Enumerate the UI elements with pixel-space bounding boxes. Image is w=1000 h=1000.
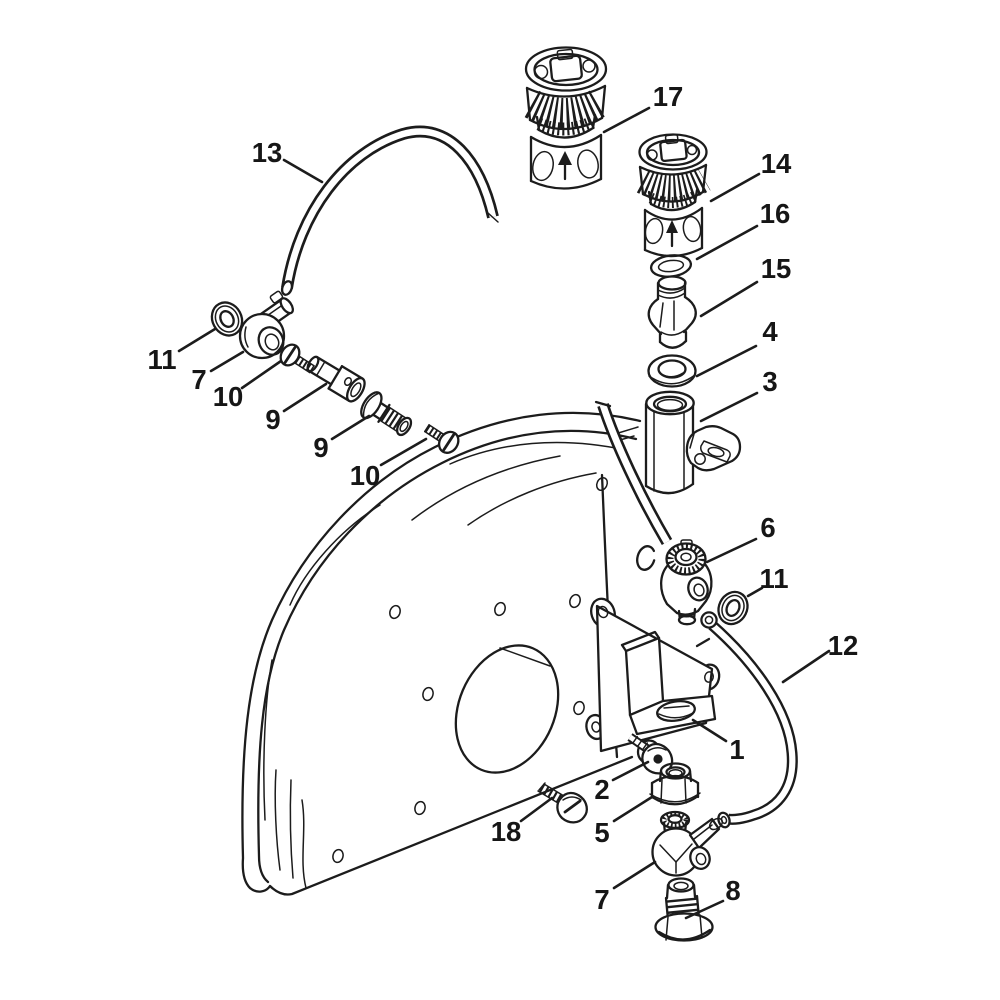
leader-line-2 [611, 760, 650, 782]
callout-9-upper: 9 [265, 404, 280, 435]
part-18-screw [537, 782, 588, 824]
leader-line-10-upper [240, 359, 283, 390]
callout-7-left: 7 [191, 364, 206, 395]
leader-line-16 [695, 224, 759, 261]
callout-12: 12 [828, 630, 859, 661]
leader-line-11-right [746, 586, 764, 598]
part-1-mounting-bracket [585, 597, 721, 765]
callout-10-upper: 10 [213, 381, 244, 412]
leader-line-12 [781, 649, 831, 684]
blade-guard [241, 411, 642, 896]
part-4-sealing-washer [647, 354, 697, 388]
part-9-nipple-lower [360, 391, 413, 437]
leader-line-1 [691, 718, 728, 743]
callout-18: 18 [491, 816, 522, 847]
leader-line-6 [705, 537, 758, 564]
callout-8: 8 [725, 875, 740, 906]
callout-10-lower: 10 [350, 460, 381, 491]
part-11-washer-right [717, 590, 749, 626]
callout-9-lower: 9 [313, 432, 328, 463]
callout-11-right: 11 [759, 563, 788, 594]
callout-1: 1 [729, 734, 744, 765]
callout-7-bottom: 7 [594, 884, 609, 915]
callout-2: 2 [594, 774, 609, 805]
leader-line-9-lower [330, 414, 371, 441]
callout-3: 3 [762, 366, 777, 397]
leader-lines [177, 106, 831, 920]
leader-line-18 [519, 796, 554, 823]
part-9-nipple-upper [306, 355, 366, 403]
part-14-hose-coupling [636, 133, 711, 258]
leader-line-4 [695, 344, 758, 378]
part-15-coupling-nipple [647, 275, 697, 349]
water-tube [594, 400, 673, 546]
callout-14: 14 [761, 148, 792, 179]
callout-11-left: 11 [147, 344, 176, 375]
part-6-elbow-nozzle [659, 539, 713, 626]
part-11-washer-left [210, 301, 244, 337]
callout-17: 17 [653, 81, 684, 112]
callout-6: 6 [760, 512, 775, 543]
part-7-elbow-left [238, 290, 295, 360]
callout-5: 5 [594, 817, 609, 848]
part-3-valve-body [644, 390, 742, 495]
callout-13: 13 [252, 137, 283, 168]
part-17-hose-coupling [524, 46, 608, 190]
callout-labels: 17 14 16 15 4 3 13 11 7 10 9 9 10 6 11 1… [147, 81, 858, 915]
leader-line-7-bottom [612, 860, 657, 890]
callout-4: 4 [762, 316, 778, 347]
valve-lever [685, 425, 742, 472]
part-5-collar-nut [649, 762, 701, 806]
part-7-elbow-bottom [651, 810, 724, 877]
part-12-hose [700, 611, 798, 829]
leader-line-10-lower [379, 437, 428, 467]
leader-line-3 [699, 391, 759, 423]
part-13-hose [280, 125, 499, 296]
callout-16: 16 [760, 198, 791, 229]
leader-line-15 [699, 280, 759, 318]
leader-line-14 [709, 172, 761, 203]
leader-line-5 [612, 795, 654, 823]
callout-15: 15 [761, 253, 792, 284]
part-10-screw-lower [423, 424, 460, 454]
leader-line-13 [282, 158, 324, 184]
part-8-banjo-bolt [654, 877, 714, 942]
leader-line-9-upper [282, 382, 328, 413]
leader-line-7-left [209, 350, 245, 373]
part-10-screw-upper [279, 343, 315, 374]
leader-line-17 [602, 106, 651, 134]
leader-line-11-left [177, 327, 217, 353]
o-ring-small [636, 545, 656, 571]
alignment-dash [695, 637, 711, 648]
leader-line-8 [684, 899, 725, 920]
